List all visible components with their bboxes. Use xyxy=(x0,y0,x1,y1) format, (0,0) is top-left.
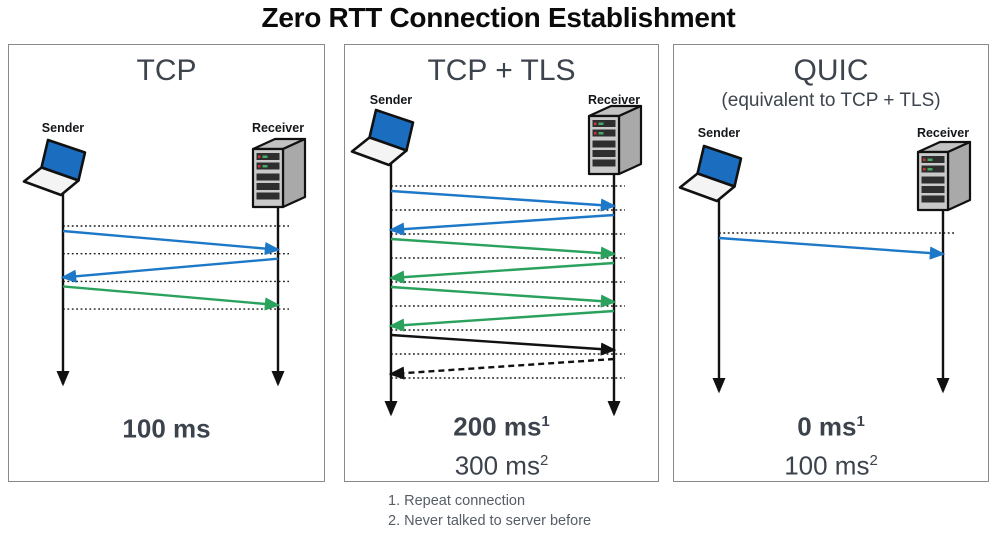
timing-text: 200 ms xyxy=(453,411,542,442)
message-arrow-receiver-to-sender xyxy=(388,213,615,236)
footnotes: 1. Repeat connection 2. Never talked to s… xyxy=(388,491,591,531)
receiver-label: Receiver xyxy=(252,121,304,135)
timing-line: 100 ms2 xyxy=(674,444,988,483)
sequence-diagram: Sender Receiver xyxy=(22,121,307,387)
panel-subtitle: (equivalent to TCP + TLS) xyxy=(721,90,941,112)
message-arrow-sender-to-receiver xyxy=(718,236,946,260)
receiver-label: Receiver xyxy=(588,93,640,107)
panel-title: QUIC xyxy=(793,54,869,87)
timing-line: 100 ms xyxy=(9,407,324,446)
message-arrow-sender-to-receiver xyxy=(390,285,617,308)
timing-superscript: 1 xyxy=(541,413,550,430)
message-arrow-receiver-to-sender xyxy=(388,309,615,332)
page-title: Zero RTT Connection Establishment xyxy=(261,2,736,33)
message-arrow-sender-to-receiver xyxy=(390,189,617,212)
sender-label: Sender xyxy=(370,93,413,107)
panel-quic: QUIC (equivalent to TCP + TLS) Sender Rec… xyxy=(673,44,989,482)
message-arrow-receiver-to-sender xyxy=(60,257,279,283)
message-arrow-receiver-to-sender xyxy=(388,261,615,284)
timing-text: 100 ms xyxy=(122,413,211,444)
timing-text: 300 ms xyxy=(454,450,540,481)
laptop-icon xyxy=(350,108,415,167)
sequence-diagram: Sender Receiver xyxy=(678,126,972,394)
server-icon xyxy=(251,137,307,209)
message-arrow-sender-to-receiver xyxy=(390,333,617,356)
footnote: 2. Never talked to server before xyxy=(388,513,592,529)
message-arrow-sender-to-receiver xyxy=(62,285,281,311)
timing-line: 0 ms1 xyxy=(674,405,988,444)
panel-title: TCP + TLS xyxy=(427,54,576,87)
timing-line: 300 ms2 xyxy=(345,444,658,483)
timing-superscript: 1 xyxy=(856,413,865,430)
server-icon xyxy=(587,104,643,176)
laptop-icon xyxy=(678,144,743,203)
timing-label: 100 ms xyxy=(9,407,324,446)
timing-superscript: 2 xyxy=(539,451,549,469)
message-arrow-sender-to-receiver xyxy=(390,237,617,260)
timing-superscript: 2 xyxy=(869,451,878,469)
server-icon xyxy=(916,140,972,212)
laptop-icon xyxy=(22,138,87,197)
timing-line: 200 ms1 xyxy=(345,405,658,444)
sender-label: Sender xyxy=(698,126,741,140)
panel-tcp: TCP Sender Receiver 100 ms xyxy=(8,44,325,482)
message-arrow-sender-to-receiver xyxy=(62,229,281,256)
sequence-diagram: Sender Receiver xyxy=(350,93,643,417)
footnote: 1. Repeat connection xyxy=(388,493,526,509)
timing-text: 100 ms xyxy=(784,450,870,481)
message-arrow-receiver-to-sender xyxy=(388,357,615,380)
receiver-label: Receiver xyxy=(917,126,969,140)
sender-label: Sender xyxy=(42,121,85,135)
panel-title: TCP xyxy=(136,54,197,87)
timing-text: 0 ms xyxy=(797,411,857,442)
